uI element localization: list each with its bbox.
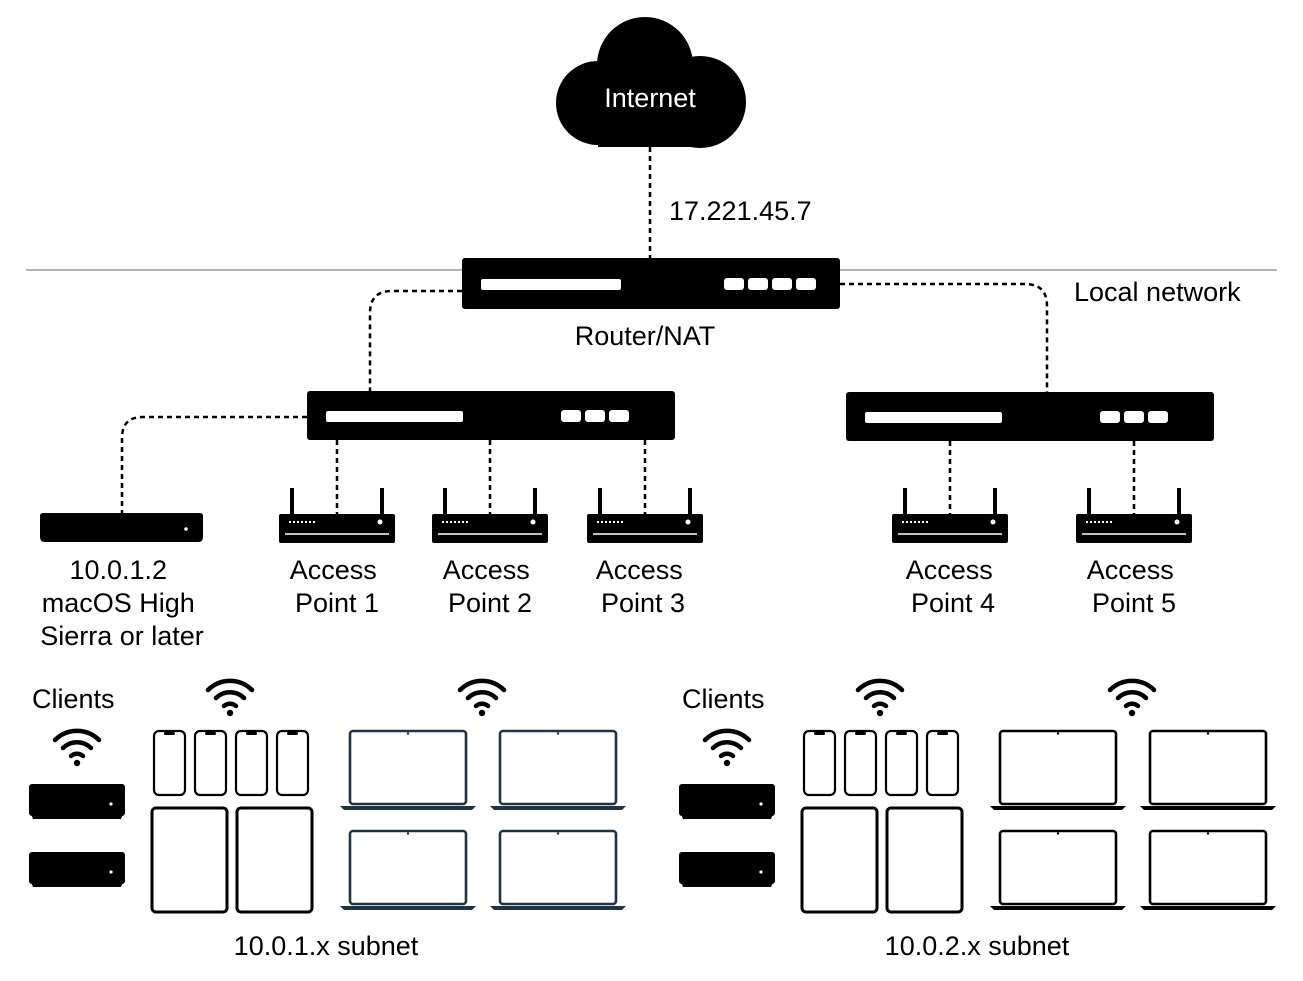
access-point-3: Access Point 3 <box>586 487 704 618</box>
wifi-icon <box>705 731 749 766</box>
caching-server: 10.0.1.2 macOS High Sierra or later <box>40 513 204 651</box>
access-point-5: Access Point 5 <box>1075 487 1193 618</box>
iphone-icon <box>843 729 878 797</box>
mac-mini-icon <box>40 513 203 542</box>
iphone-icon <box>193 729 228 797</box>
iphone-icon <box>925 729 960 797</box>
wifi-icon <box>858 681 902 716</box>
laptop-icon <box>490 729 626 810</box>
laptop-icon <box>340 829 476 910</box>
clients-label: Clients <box>682 684 765 714</box>
apple-tv-icon <box>679 852 775 887</box>
ipad-icon <box>885 806 964 914</box>
iphone-icon <box>884 729 919 797</box>
access-point-label: Access Point 4 <box>906 555 1001 618</box>
iphone-icon <box>152 729 187 797</box>
caching-server-label: 10.0.1.2 macOS High Sierra or later <box>40 555 204 651</box>
iphone-icon <box>802 729 837 797</box>
wifi-icon <box>460 681 504 716</box>
apple-tv-icon <box>29 852 125 887</box>
laptop-icon <box>490 829 626 910</box>
wifi-icon <box>55 731 99 766</box>
router-label: Router/NAT <box>575 321 716 351</box>
access-point-2: Access Point 2 <box>431 487 549 618</box>
access-point-4: Access Point 4 <box>891 487 1009 618</box>
cloud-icon <box>556 17 746 148</box>
ipad-icon <box>800 806 879 914</box>
switch-icon <box>846 392 1214 441</box>
public-ip-label: 17.221.45.7 <box>669 196 812 226</box>
laptop-icon <box>1140 729 1276 810</box>
access-point-label: Access Point 3 <box>596 555 691 618</box>
apple-tv-icon <box>29 784 125 819</box>
client-group-1: Clients 10.0.1.x subnet <box>29 681 626 961</box>
iphone-icon <box>234 729 269 797</box>
laptop-icon <box>990 729 1126 810</box>
apple-tv-icon <box>679 784 775 819</box>
local-network-label: Local network <box>1074 277 1241 307</box>
laptop-icon <box>990 829 1126 910</box>
client-group-2: Clients 10.0.2.x subnet <box>679 681 1276 961</box>
wifi-icon <box>208 681 252 716</box>
internet-label: Internet <box>604 83 696 113</box>
laptop-icon <box>340 729 476 810</box>
client-groups: Clients 10.0.1.x subnet Clients 10.0.2.x su… <box>29 681 1276 961</box>
connections <box>120 147 1136 514</box>
laptop-icon <box>1140 829 1276 910</box>
access-point-1: Access Point 1 <box>278 487 396 618</box>
ipad-icon <box>235 806 314 914</box>
access-point-label: Access Point 5 <box>1087 555 1182 618</box>
subnet-label: 10.0.1.x subnet <box>234 931 419 961</box>
subnet-label: 10.0.2.x subnet <box>885 931 1070 961</box>
internet-cloud: Internet <box>556 17 746 148</box>
clients-label: Clients <box>32 684 115 714</box>
iphone-icon <box>275 729 310 797</box>
switch-icon <box>307 391 675 440</box>
wifi-icon <box>1110 681 1154 716</box>
access-point-label: Access Point 2 <box>443 555 538 618</box>
ipad-icon <box>150 806 229 914</box>
access-point-label: Access Point 1 <box>290 555 385 618</box>
router-icon <box>462 258 840 309</box>
